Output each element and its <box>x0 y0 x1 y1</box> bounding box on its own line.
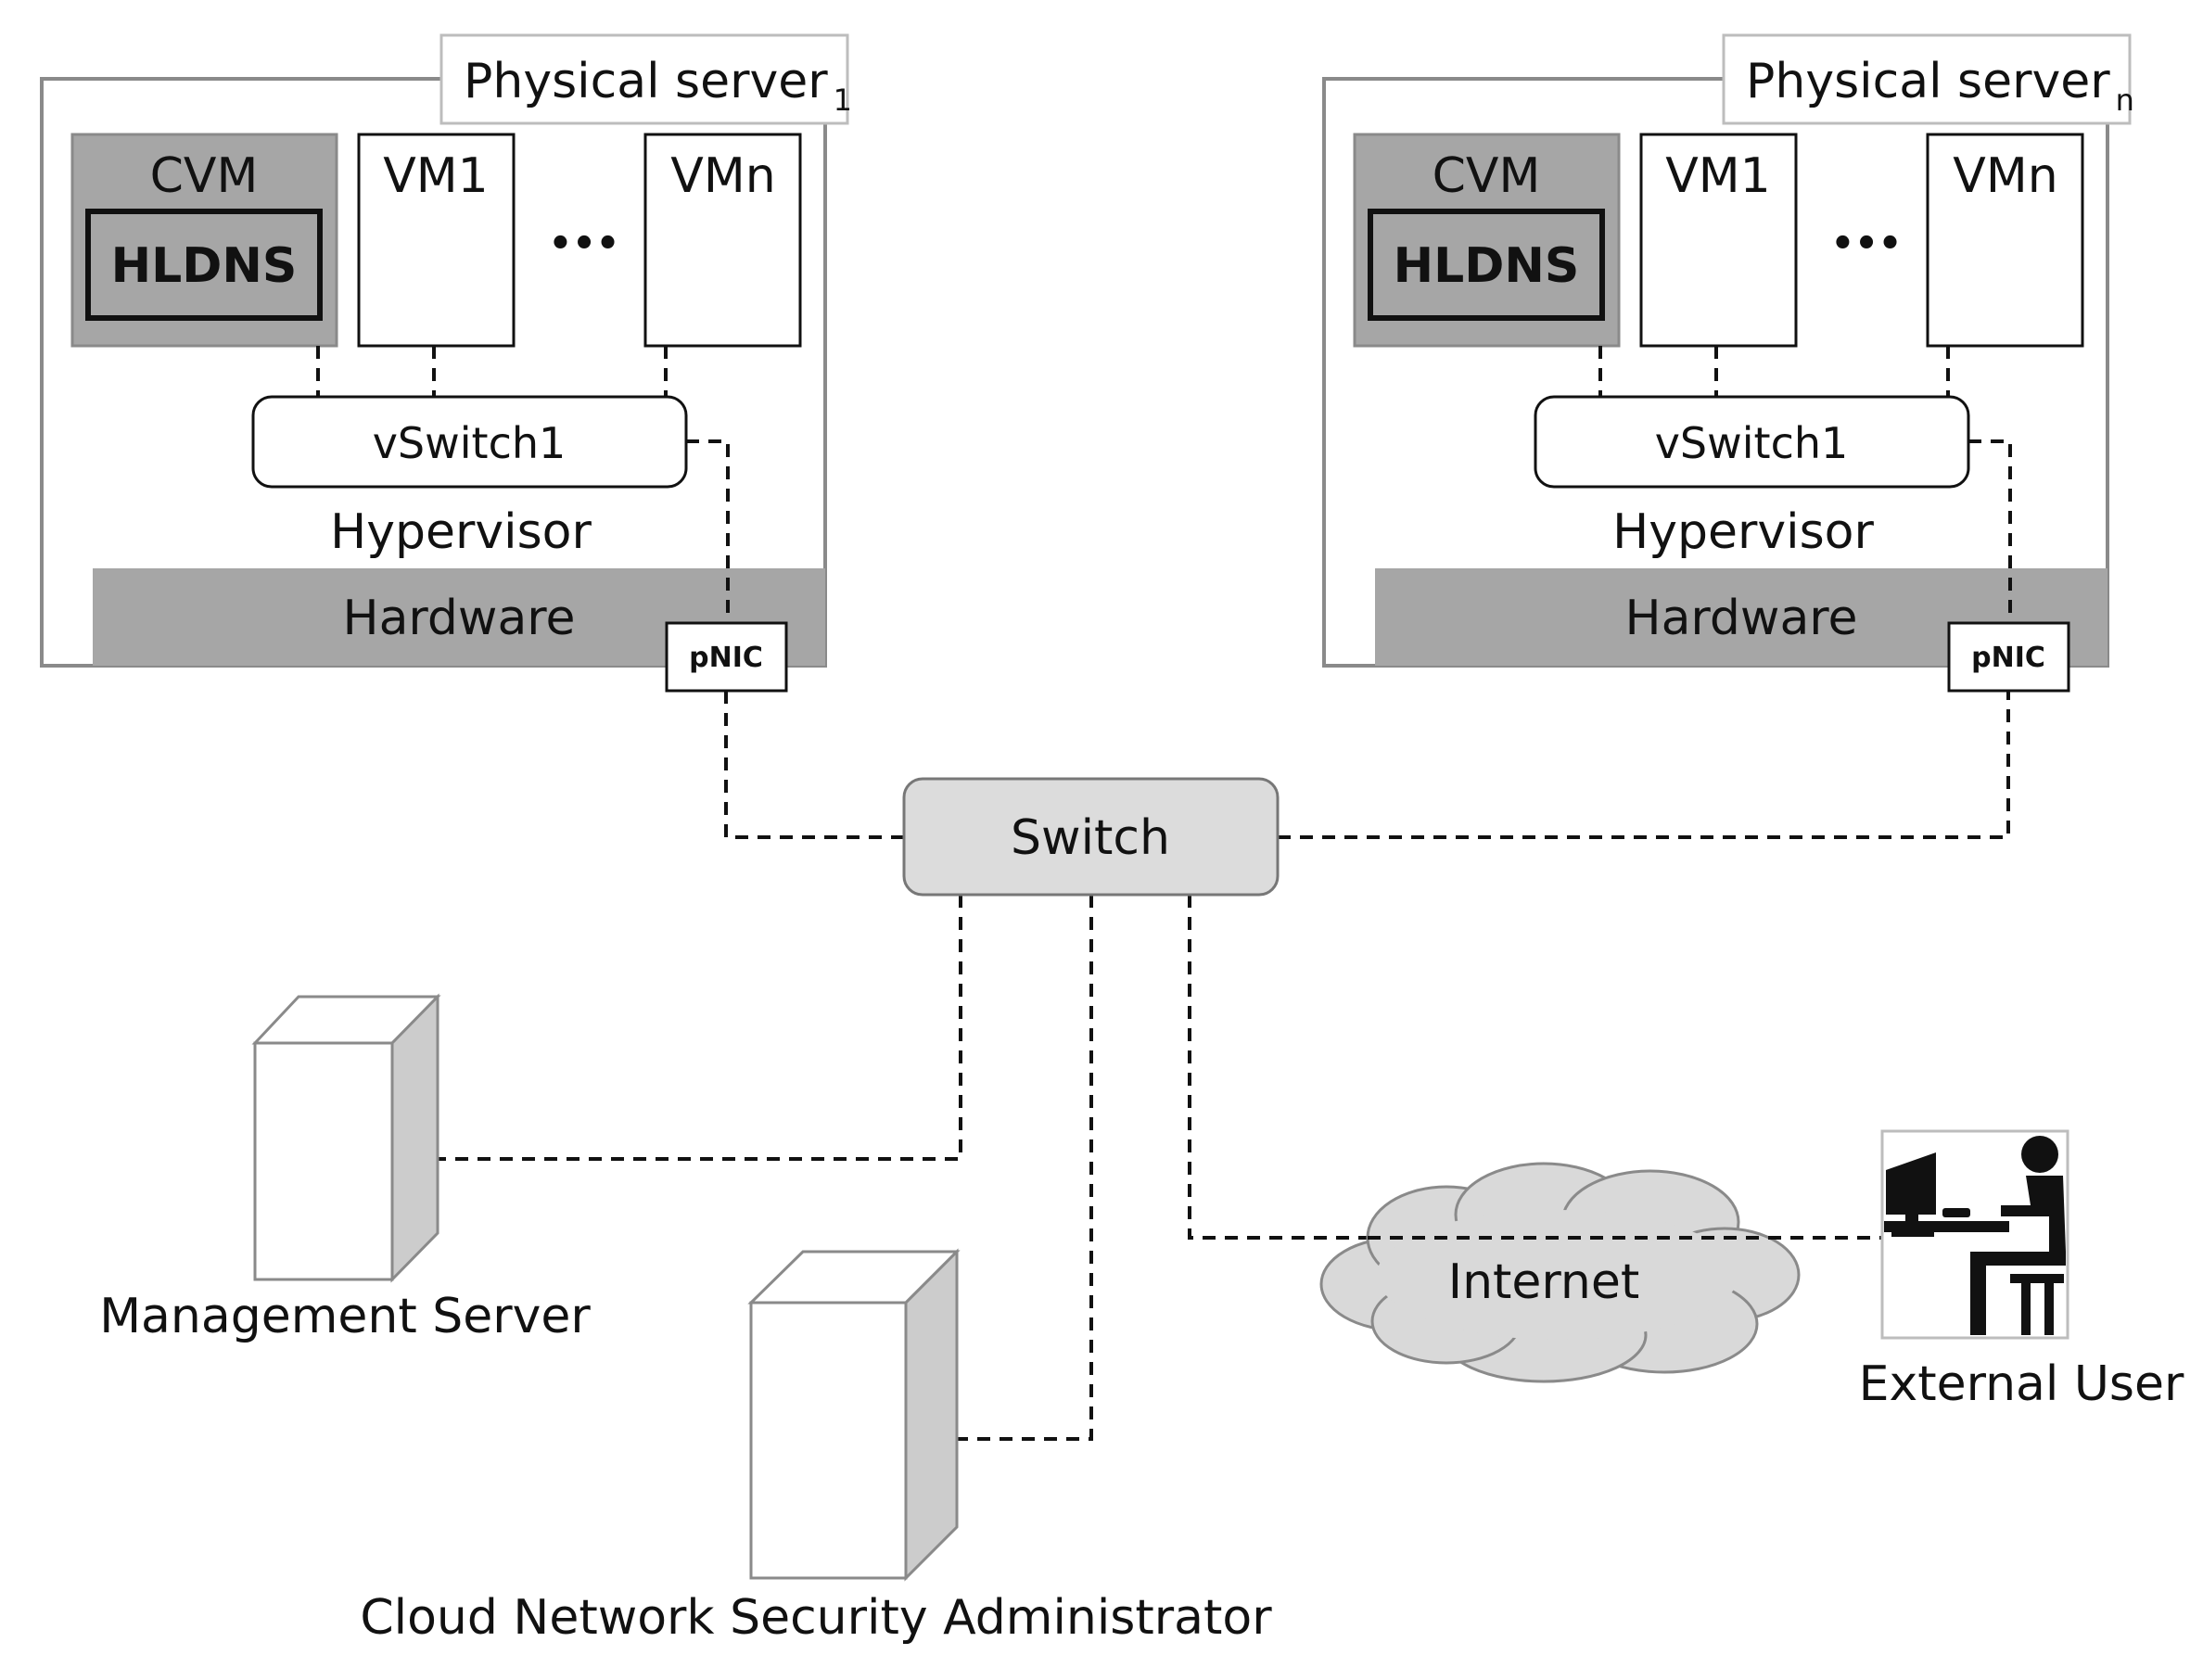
switch-management-link <box>401 895 962 1161</box>
vswitch-pnic-link <box>1968 439 2012 621</box>
admin-server-icon <box>747 1248 961 1582</box>
internet-label: Internet <box>1448 1254 1639 1310</box>
switch-internet-link <box>1188 895 1368 1240</box>
cvm-label: CVM <box>1433 148 1541 204</box>
vswitch-label: vSwitch1 <box>1655 418 1849 468</box>
hldns-label: HLDNS <box>1394 238 1580 294</box>
hldns-label: HLDNS <box>111 238 298 294</box>
vm1-box <box>1639 133 1798 348</box>
vm-ellipsis: ••• <box>1831 223 1903 265</box>
hldns-box <box>85 209 323 321</box>
external-user-label: External User <box>1859 1356 2184 1412</box>
pnic-label: pNIC <box>689 642 763 674</box>
hardware-label: Hardware <box>1624 591 1857 646</box>
management-server-icon <box>251 993 441 1283</box>
switch-box <box>902 777 1280 897</box>
vm1-label: VM1 <box>1665 148 1771 204</box>
hypervisor-label: Hypervisor <box>1612 504 1874 560</box>
vmn-label: VMn <box>670 148 775 204</box>
pnic-label: pNIC <box>1971 642 2045 674</box>
vswitch-pnic-link <box>686 439 730 621</box>
hypervisor-label: Hypervisor <box>330 504 592 560</box>
pnic-box <box>665 621 788 693</box>
vm1-label: VM1 <box>383 148 489 204</box>
external-user-icon <box>1880 1129 2069 1340</box>
vm1-box <box>357 133 516 348</box>
internet-cloud-icon <box>1319 1162 1801 1383</box>
server-n-title-box <box>1722 33 2132 125</box>
pnic1-switch-link <box>724 691 904 839</box>
pnicn-switch-link <box>1278 691 2010 839</box>
vmn-box <box>1926 133 2084 348</box>
admin-label: Cloud Network Security Administrator <box>360 1590 1272 1646</box>
hardware-label: Hardware <box>342 591 575 646</box>
cvm-label: CVM <box>150 148 259 204</box>
switch-admin-link <box>906 895 1093 1441</box>
server-1-title-box <box>439 33 849 125</box>
vswitch-label: vSwitch1 <box>373 418 567 468</box>
hldns-box <box>1368 209 1605 321</box>
management-server-label: Management Server <box>99 1289 591 1344</box>
switch-label: Switch <box>1011 810 1170 866</box>
vmn-label: VMn <box>1953 148 2057 204</box>
vmn-box <box>643 133 802 348</box>
vm-ellipsis: ••• <box>549 223 620 265</box>
